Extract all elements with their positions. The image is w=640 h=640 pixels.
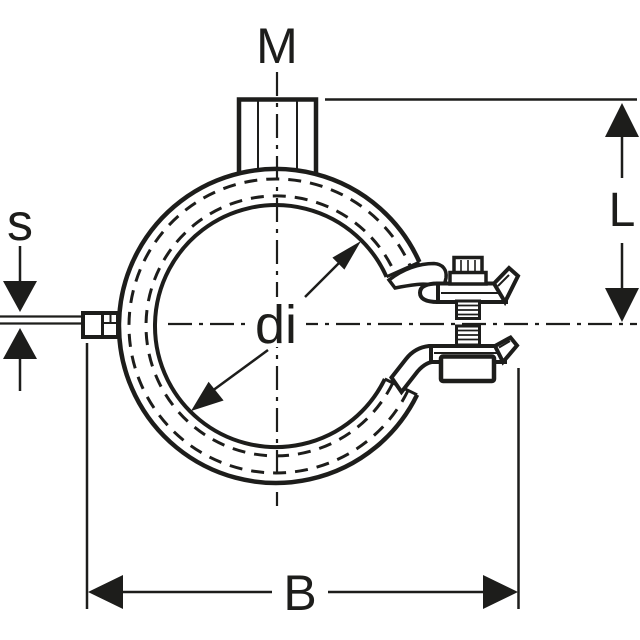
ring-rubber-outer-dashed — [127, 177, 412, 475]
label-length: L — [609, 184, 636, 237]
upper-flange-tab — [491, 265, 521, 307]
b-arrowhead-right — [483, 575, 518, 609]
ring-inner-edge — [153, 203, 389, 450]
label-width: B — [283, 565, 316, 621]
label-thickness: s — [7, 194, 33, 252]
di-label-background — [248, 297, 306, 347]
dimension-b: B — [85, 343, 520, 621]
s-arrowhead-down — [3, 281, 37, 312]
s-arrowhead-up — [3, 328, 37, 359]
bolt-shank-threaded — [455, 299, 481, 347]
b-arrowhead-left — [88, 575, 123, 609]
bolt-closure-lower-flange — [389, 334, 520, 396]
inner-diameter-arrows — [191, 241, 361, 411]
bolt-nut — [438, 354, 497, 384]
clamp-bolt — [448, 255, 488, 347]
locking-pin — [81, 311, 120, 339]
label-inner-diameter: di — [255, 295, 297, 355]
di-arrowhead-upper — [332, 241, 361, 270]
label-thread-size: M — [256, 18, 298, 74]
ring-rubber-inner-dashed — [144, 194, 397, 458]
dimension-s: s — [0, 194, 84, 391]
l-arrowhead-up — [605, 103, 639, 137]
bolt-collar — [448, 270, 488, 286]
dimension-l: L — [605, 103, 639, 322]
di-arrowhead-lower — [191, 381, 224, 411]
lower-flange-tab — [492, 334, 520, 366]
l-arrowhead-down — [605, 288, 639, 322]
